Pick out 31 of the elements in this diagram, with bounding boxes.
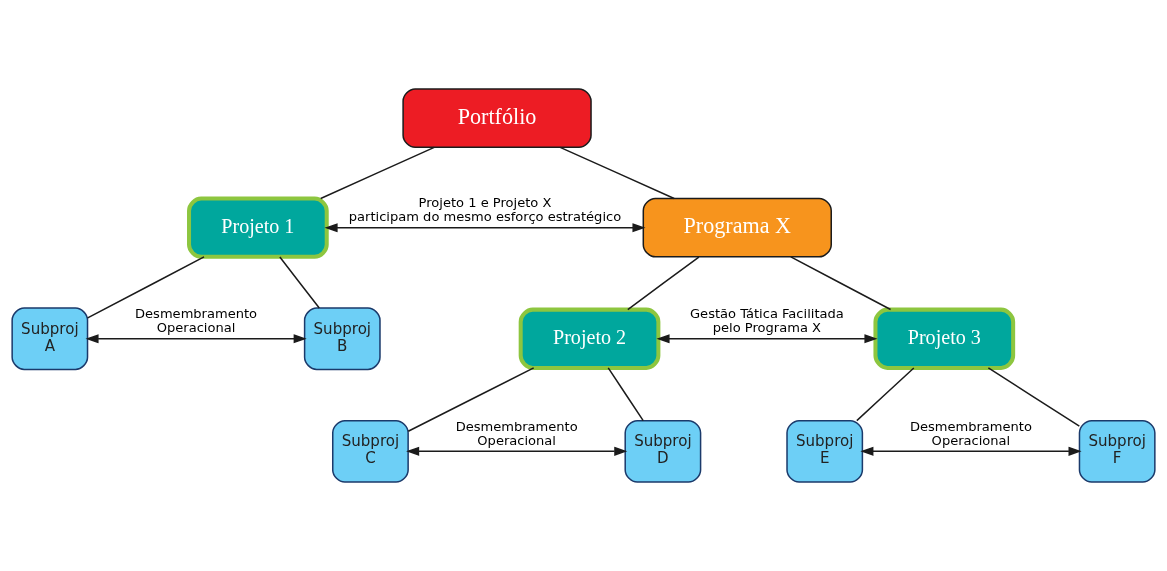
connector (627, 256, 700, 311)
node-box: Subproj E (786, 419, 864, 483)
connector (856, 367, 915, 422)
edge-label: Gestão Tática Facilitada pelo Programa X (690, 306, 844, 336)
node-box: Subproj D (624, 419, 702, 483)
connector (790, 256, 892, 311)
node-box: Subproj B (303, 307, 381, 371)
connector (319, 146, 435, 200)
node-box: Programa X (642, 197, 832, 258)
arrow (860, 446, 1082, 456)
node-box: Subproj C (332, 419, 409, 483)
connector (559, 146, 675, 200)
arrow (406, 446, 628, 456)
connector (987, 367, 1081, 427)
connector (86, 256, 205, 319)
connector (279, 256, 320, 309)
connector (407, 367, 535, 432)
node-box: Projeto 2 (518, 307, 661, 370)
arrow (656, 334, 878, 344)
node-box: Projeto 1 (187, 196, 329, 259)
edge-label: Desmembramento Operacional (135, 306, 258, 336)
arrow (324, 223, 646, 233)
node-box: Portfólio (402, 88, 592, 149)
node-box: Projeto 3 (873, 307, 1016, 370)
edge-label: Desmembramento Operacional (455, 418, 578, 448)
node-box: Subproj A (11, 307, 89, 371)
connector (607, 367, 644, 422)
arrow (85, 334, 307, 344)
node-box: Subproj F (1078, 419, 1156, 483)
edge-label: Desmembramento Operacional (909, 418, 1032, 448)
edge-label: Projeto 1 e Projeto X participam do mesmo esforço estratégico (348, 195, 622, 225)
